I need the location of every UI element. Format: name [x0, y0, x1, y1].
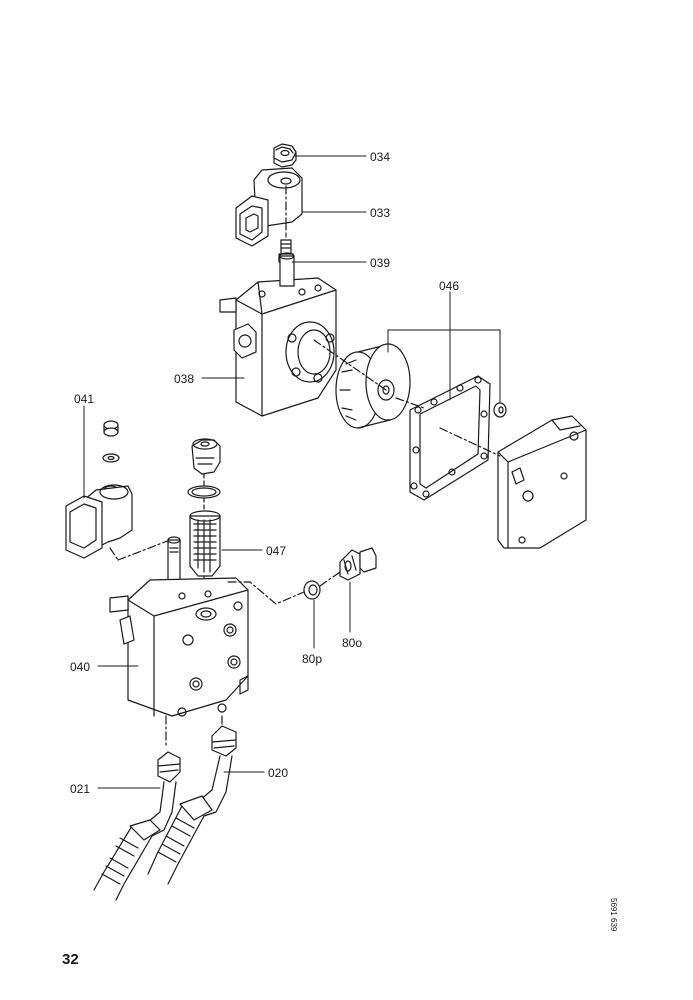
part-coupling-wheel	[336, 344, 410, 428]
part-80o-nipple	[340, 548, 376, 580]
label-part-041: 041	[74, 392, 95, 406]
part-038-pump-housing	[220, 253, 336, 416]
part-020-hose	[148, 726, 236, 884]
label-part-80o: 80o	[342, 636, 363, 650]
label-part-046: 046	[439, 279, 460, 293]
label-part-020: 020	[268, 766, 289, 780]
part-cover-washer	[494, 403, 506, 417]
part-046-gasket	[410, 376, 490, 500]
drawing-reference: 5691 639	[609, 898, 618, 932]
label-part-038: 038	[174, 372, 195, 386]
assembly-lines-upper	[286, 186, 500, 456]
part-80p-washer	[304, 581, 320, 599]
label-part-80p: 80p	[302, 652, 323, 666]
page-number: 32	[62, 951, 79, 968]
part-040-pump	[110, 537, 248, 716]
part-021-hose	[94, 752, 180, 900]
part-047-filter	[188, 439, 220, 600]
part-041-coil	[66, 421, 170, 560]
label-part-034: 034	[370, 150, 391, 164]
label-part-040: 040	[70, 660, 91, 674]
part-034-nut	[274, 144, 296, 167]
label-part-021: 021	[70, 782, 91, 796]
leader-lines	[84, 156, 500, 788]
label-part-033: 033	[370, 206, 391, 220]
part-033-coil	[236, 168, 302, 246]
label-part-039: 039	[370, 256, 391, 270]
part-pump-cover	[498, 416, 586, 548]
label-part-047: 047	[266, 544, 287, 558]
